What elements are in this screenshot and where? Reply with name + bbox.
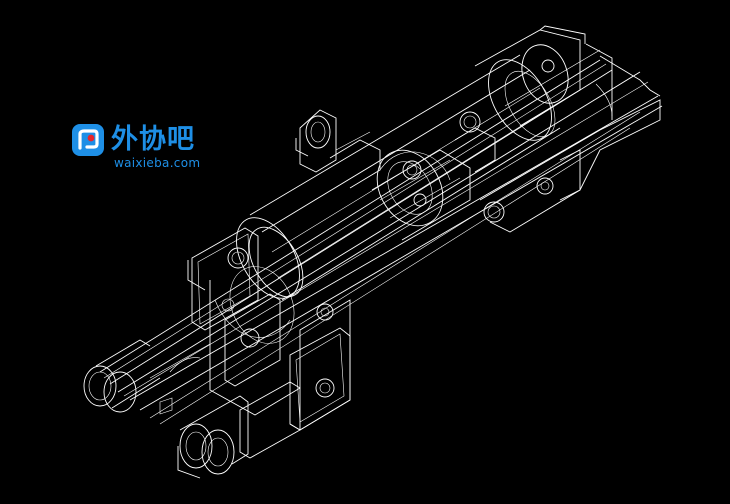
center-mechanism	[371, 111, 496, 241]
watermark-row: 外协吧	[70, 122, 195, 158]
watermark: 外协吧 waixieba.com	[70, 122, 200, 170]
lower-bracket	[209, 266, 351, 431]
rail-lines	[99, 59, 663, 425]
rod-end-upper	[83, 339, 161, 413]
right-end-block	[474, 25, 661, 233]
bottom-small-bracket	[149, 343, 301, 459]
upper-mount-tab	[295, 109, 381, 189]
left-end-plate	[187, 227, 259, 331]
watermark-domain: waixieba.com	[114, 156, 201, 170]
waixieba-logo-icon	[72, 124, 104, 156]
watermark-brand: 外协吧	[111, 124, 195, 155]
rod-end-lower	[159, 395, 249, 479]
